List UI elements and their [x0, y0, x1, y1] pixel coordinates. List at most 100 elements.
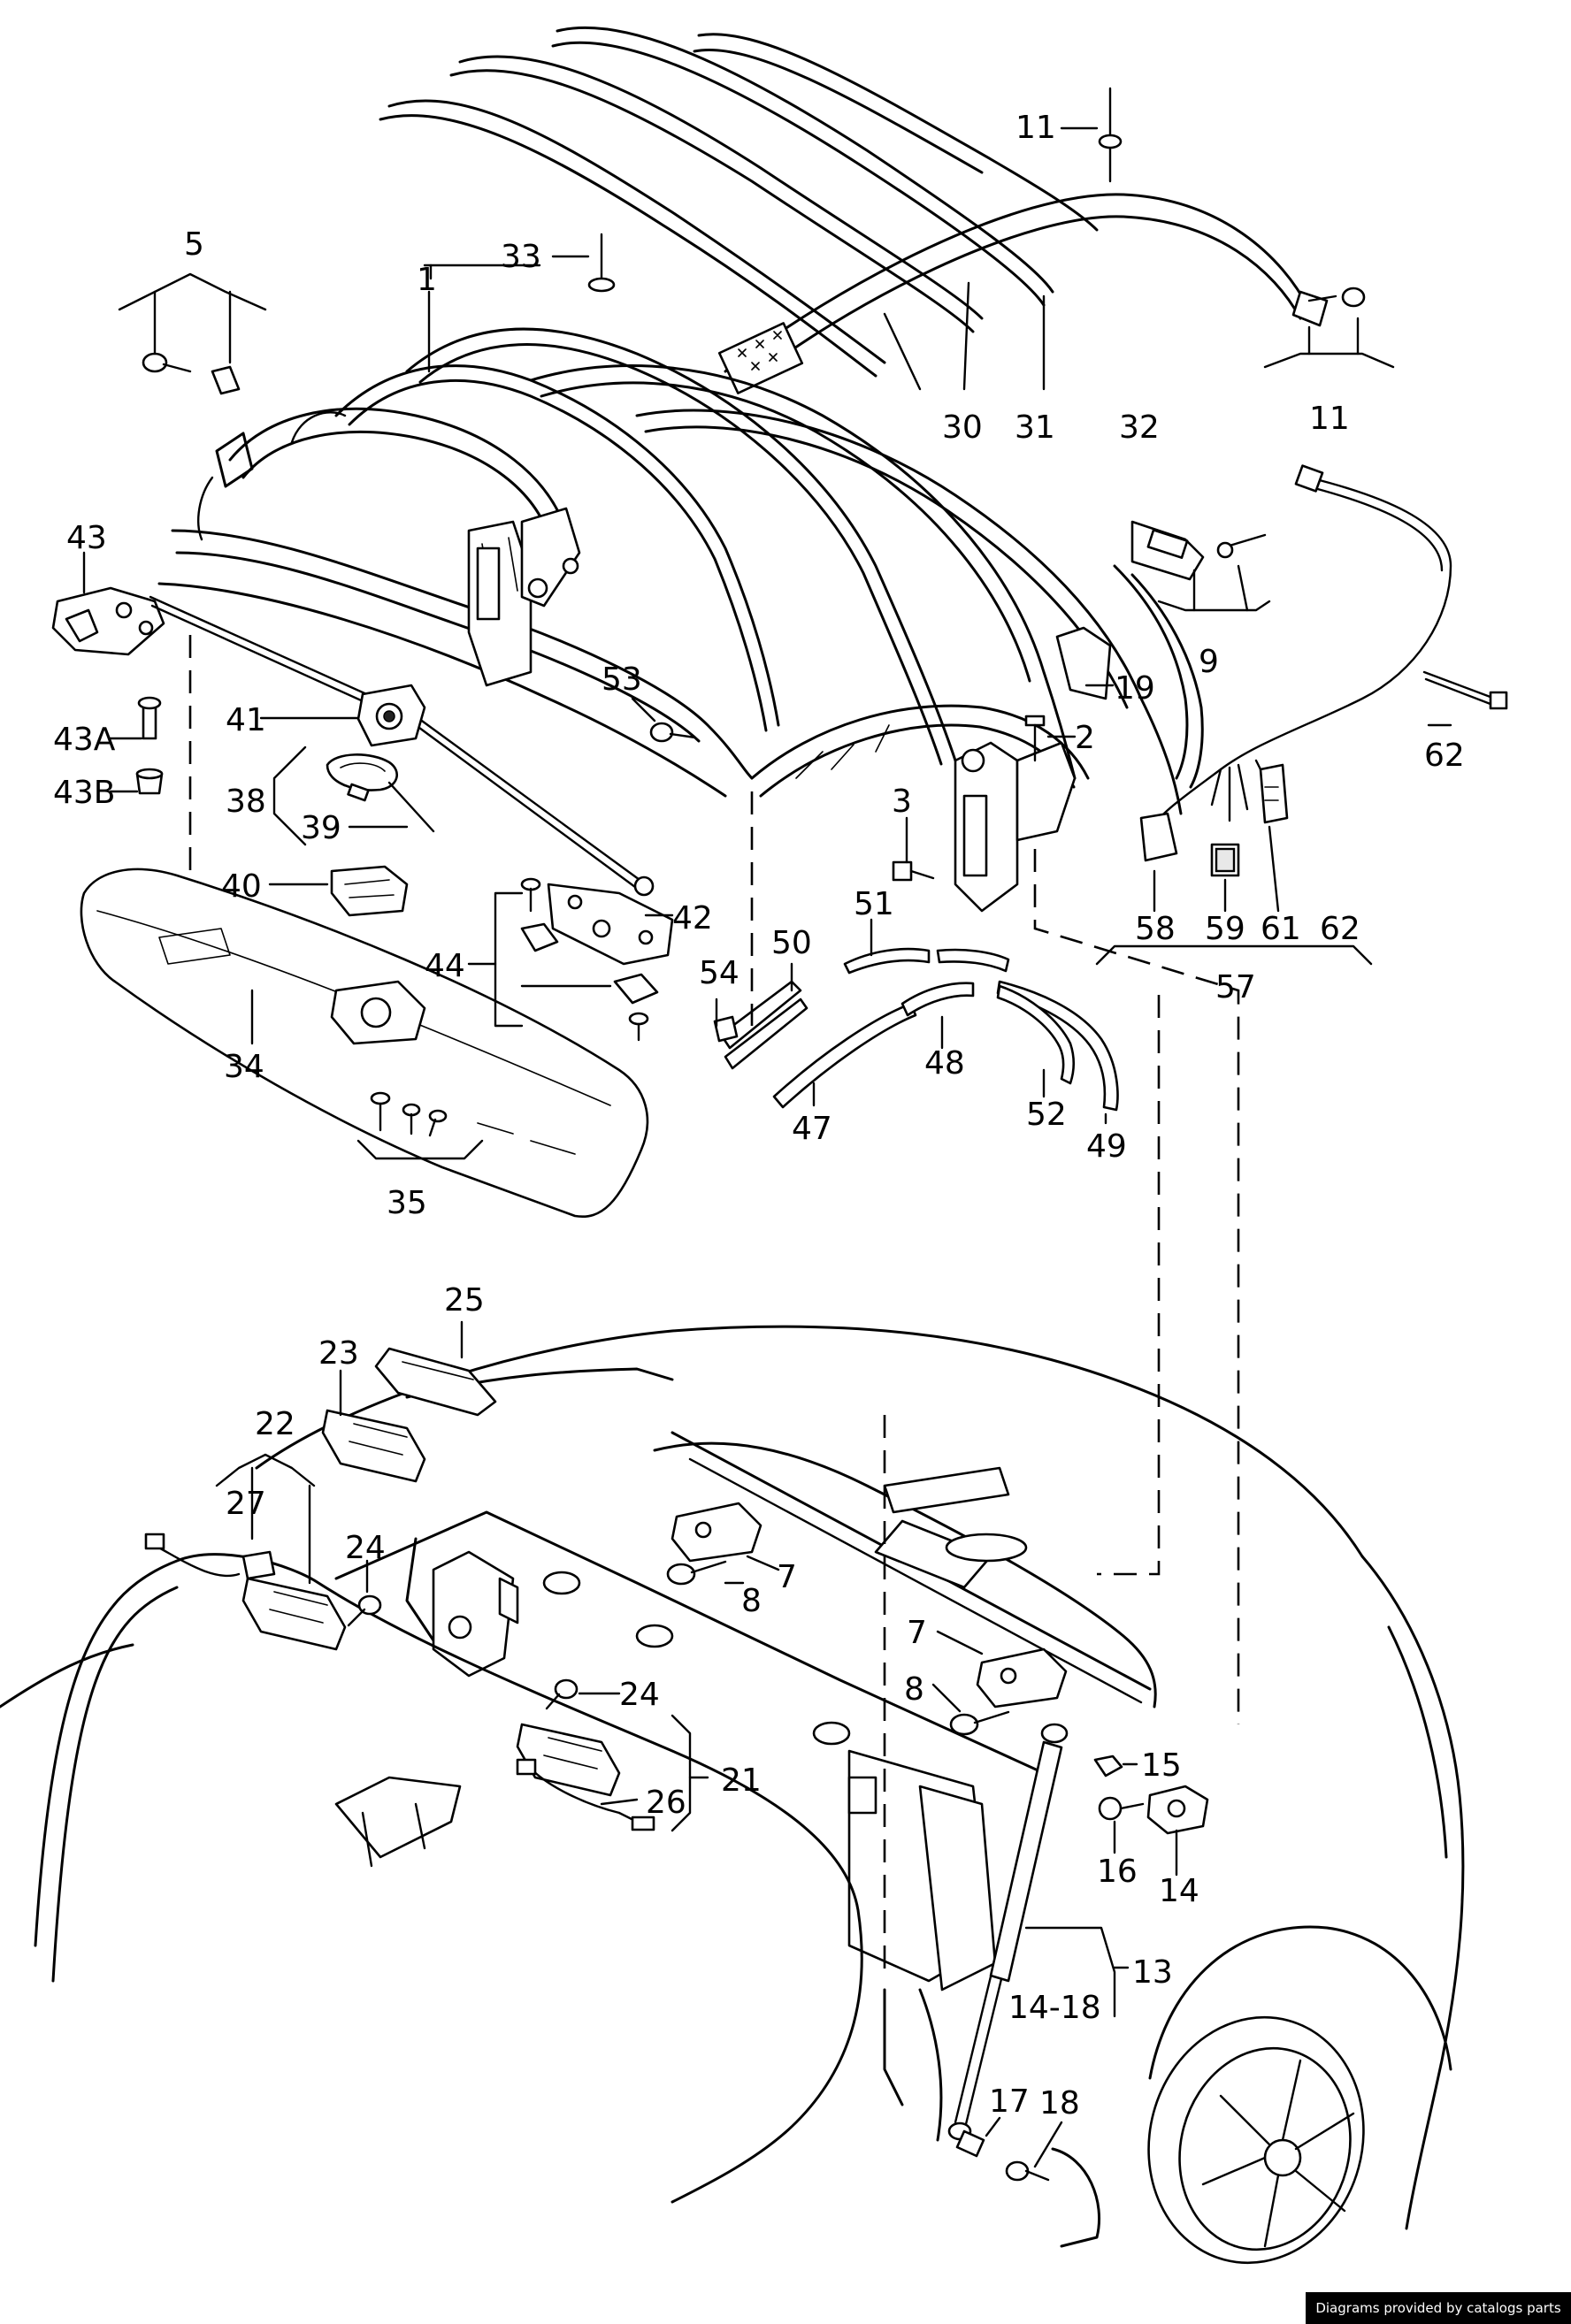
part-5-bolt — [142, 352, 241, 395]
callout-18: 18 — [1039, 2085, 1080, 2121]
part-23-hinge — [321, 1409, 426, 1483]
tension-band — [717, 193, 1329, 394]
callout-38: 38 — [226, 784, 266, 820]
callout-9: 9 — [1199, 644, 1219, 680]
callout-13: 13 — [1132, 1954, 1173, 1991]
callout-42: 42 — [672, 900, 713, 936]
part-22-hinge — [241, 1577, 347, 1651]
callout-24-upper: 24 — [345, 1530, 386, 1566]
part-18-bolt — [1005, 2160, 1050, 2182]
callout-49: 49 — [1086, 1128, 1127, 1165]
alignment-lines — [188, 635, 1240, 1972]
credit-banner: Diagrams provided by catalogs parts — [1306, 2292, 1571, 2324]
part-3-bolt — [892, 860, 935, 882]
callout-61: 61 — [1261, 911, 1301, 947]
callout-11-right: 11 — [1309, 401, 1350, 437]
callout-7-upper: 7 — [777, 1559, 797, 1595]
callout-14-18: 14-18 — [1008, 1990, 1101, 2026]
callout-8-upper: 8 — [741, 1583, 762, 1619]
part-8-bolt-upper — [666, 1560, 727, 1586]
callout-19: 19 — [1115, 670, 1155, 707]
leader-lines — [82, 126, 1452, 2168]
part-11-screw-right — [1307, 287, 1366, 308]
callout-26: 26 — [646, 1785, 686, 1821]
callout-8-lower: 8 — [904, 1671, 924, 1708]
part-53-bolt — [649, 722, 697, 743]
callout-47: 47 — [792, 1111, 832, 1147]
part-9-guide — [1130, 520, 1267, 581]
part-19-cover — [1055, 626, 1112, 700]
part-33-screw — [587, 233, 616, 293]
callout-35: 35 — [387, 1185, 427, 1221]
part-15-clip — [1093, 1754, 1123, 1777]
callout-11: 11 — [1015, 110, 1056, 146]
part-35-screws — [370, 1091, 448, 1137]
callout-24-lower: 24 — [619, 1677, 660, 1713]
callout-54: 54 — [699, 955, 740, 991]
wiring-harness — [1139, 464, 1508, 877]
part-14-bracket — [1146, 1785, 1209, 1835]
callout-23: 23 — [318, 1335, 359, 1372]
roof-frame — [157, 327, 1204, 913]
callout-27: 27 — [226, 1486, 266, 1522]
callout-31: 31 — [1015, 409, 1055, 446]
callout-1: 1 — [417, 262, 437, 298]
part-26-wire — [516, 1758, 655, 1831]
callout-43: 43 — [66, 520, 107, 556]
callout-labels: 11 5 33 1 30 31 32 11 43 9 53 19 41 2 43… — [53, 110, 1465, 2121]
part-42-striker — [547, 883, 674, 966]
part-7-bracket-lower — [976, 1647, 1068, 1709]
callout-32: 32 — [1119, 409, 1160, 446]
callout-40: 40 — [221, 868, 262, 905]
part-34-cover-panel — [80, 868, 649, 1219]
callout-25: 25 — [444, 1282, 485, 1319]
part-16-stud — [1098, 1796, 1145, 1821]
callout-33: 33 — [501, 239, 541, 275]
part-21-hinge — [516, 1723, 621, 1797]
roof-bows — [379, 26, 1099, 378]
callout-57: 57 — [1215, 969, 1256, 1005]
part-27-wire — [144, 1533, 276, 1580]
part-40-recess — [330, 865, 409, 917]
callout-43b: 43B — [53, 775, 116, 811]
callout-59: 59 — [1205, 911, 1245, 947]
callout-5: 5 — [184, 226, 204, 263]
callout-62: 62 — [1320, 911, 1360, 947]
part-41-guide — [356, 684, 426, 747]
callout-15: 15 — [1141, 1747, 1182, 1784]
callout-39: 39 — [301, 810, 341, 846]
seal-strips — [713, 947, 1119, 1112]
callout-53: 53 — [602, 661, 642, 698]
callout-14: 14 — [1159, 1873, 1199, 1909]
callout-7-lower: 7 — [907, 1615, 927, 1651]
part-38-handle — [326, 753, 435, 833]
callout-50: 50 — [771, 925, 812, 961]
lock-assembly — [51, 586, 655, 897]
callout-41: 41 — [226, 702, 266, 738]
callout-52: 52 — [1026, 1097, 1067, 1133]
part-8-bolt-lower — [949, 1710, 1010, 1736]
callout-43a: 43A — [53, 722, 116, 758]
callout-30: 30 — [942, 409, 983, 446]
callout-58: 58 — [1135, 911, 1176, 947]
part-43a-pin — [137, 696, 162, 740]
part-2-screw — [1024, 715, 1046, 762]
part-44-hardware — [520, 877, 659, 1042]
callout-48: 48 — [924, 1045, 965, 1082]
callout-2: 2 — [1075, 720, 1095, 756]
callout-3: 3 — [892, 784, 912, 820]
car-body — [0, 1325, 1465, 2265]
callout-44: 44 — [425, 948, 465, 984]
part-43b-buffer — [135, 768, 164, 795]
callout-51: 51 — [854, 886, 894, 922]
part-24-bolt-upper — [347, 1594, 382, 1627]
callout-17: 17 — [989, 2083, 1030, 2120]
part-11-screw-top — [1098, 87, 1123, 183]
callout-34: 34 — [224, 1049, 264, 1085]
callout-16: 16 — [1097, 1854, 1138, 1890]
callout-21: 21 — [721, 1762, 762, 1799]
part-7-bracket-upper — [671, 1502, 763, 1563]
callout-62-right: 62 — [1424, 738, 1465, 774]
part-25-handle — [374, 1347, 497, 1417]
